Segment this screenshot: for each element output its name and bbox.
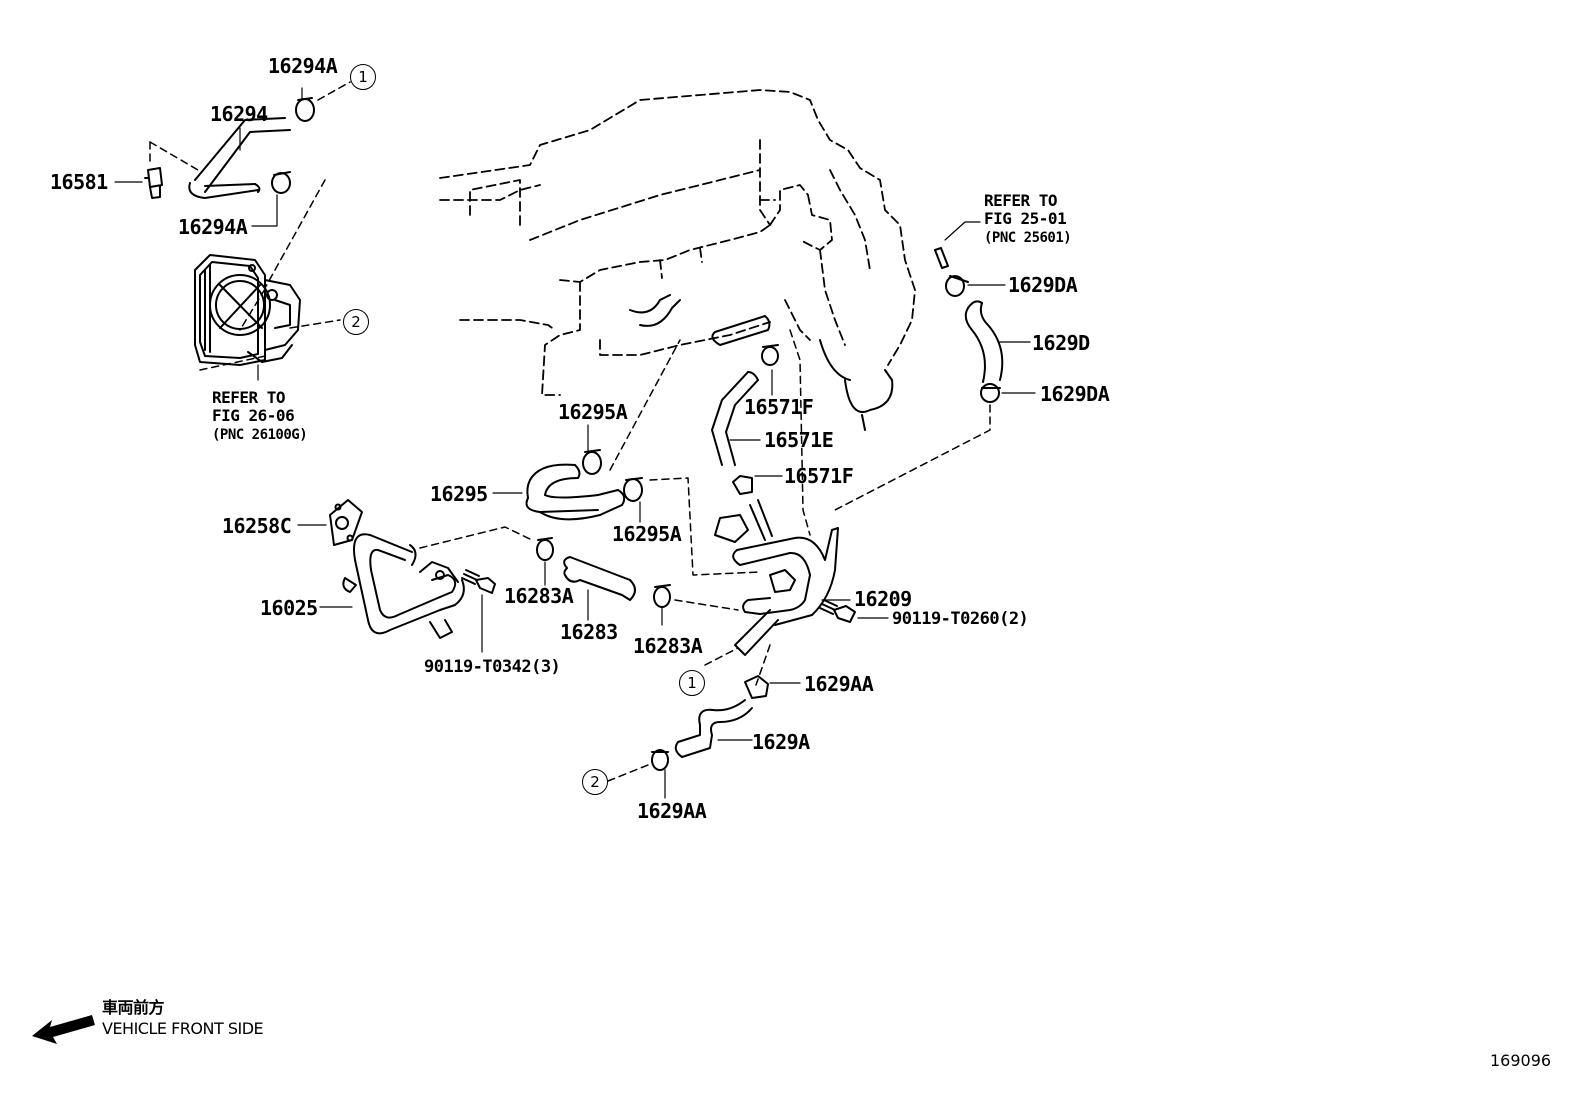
orientation-english: VEHICLE FRONT SIDE <box>102 1019 264 1038</box>
label-1629AA-top: 1629AA <box>804 672 874 696</box>
label-16295: 16295 <box>430 482 488 506</box>
clamp-16295A-top <box>582 449 602 475</box>
callout-1-top: 1 <box>350 64 376 90</box>
label-16025: 16025 <box>260 596 318 620</box>
vehicle-front-arrow <box>32 1015 95 1044</box>
label-90119-T0342: 90119-T0342(3) <box>424 657 561 677</box>
callout-1-bottom: 1 <box>679 670 705 696</box>
label-1629AA-bottom: 1629AA <box>637 799 707 823</box>
label-16571F-bottom: 16571F <box>784 464 854 488</box>
clamp-16283A-right <box>653 584 671 608</box>
callout-2-throttle: 2 <box>343 309 369 335</box>
ref-throttle-line2: FIG 26-06 <box>212 406 295 425</box>
throttle-body <box>194 254 301 366</box>
label-16294A-top: 16294A <box>268 54 338 78</box>
label-16283A-right: 16283A <box>633 634 703 658</box>
ref-note-throttle: REFER TO FIG 26-06 (PNC 26100G) <box>212 388 308 443</box>
label-90119-T0260: 90119-T0260(2) <box>892 609 1029 629</box>
bolt-90119-T0342 <box>461 569 496 594</box>
label-16283A-left: 16283A <box>504 584 574 608</box>
ref-top-right-line1: REFER TO <box>984 191 1058 210</box>
ref-throttle-line1: REFER TO <box>212 388 286 407</box>
hose-16294 <box>188 117 291 199</box>
figure-id: 169096 <box>1490 1051 1552 1070</box>
engine-outline <box>439 89 916 396</box>
clamp-1629DA-bottom <box>980 383 1001 403</box>
label-16283: 16283 <box>560 620 618 644</box>
clamp-16295A-bottom <box>623 477 643 502</box>
hose-16295 <box>525 463 626 521</box>
gasket-16258C <box>329 499 363 546</box>
clamp-16294A-top <box>295 97 315 122</box>
label-16295A-top: 16295A <box>558 400 628 424</box>
hose-1629A <box>674 699 753 758</box>
clamp-1629AA-top <box>744 675 769 699</box>
label-16571F-top: 16571F <box>744 395 814 419</box>
label-16581: 16581 <box>50 170 108 194</box>
label-1629DA-bottom: 1629DA <box>1040 382 1110 406</box>
clamp-1629DA-top <box>945 275 969 297</box>
pipe-16209 <box>714 499 839 656</box>
ref-top-right-line2: FIG 25-01 <box>984 209 1067 228</box>
engine-solid-features <box>629 294 894 431</box>
pipe-16025 <box>342 533 465 639</box>
label-16209: 16209 <box>854 587 912 611</box>
ref-note-top-right: REFER TO FIG 25-01 (PNC 25601) <box>984 191 1072 246</box>
hose-16283 <box>563 556 636 601</box>
ref-throttle-line3: (PNC 26100G) <box>212 427 308 443</box>
hose-16571E <box>711 371 759 466</box>
label-1629A: 1629A <box>752 730 810 754</box>
orientation-japanese: 車両前方 <box>102 998 165 1017</box>
fitting-16581 <box>144 167 163 199</box>
label-16295A-bottom: 16295A <box>612 522 682 546</box>
ref-top-right-line3: (PNC 25601) <box>984 230 1072 246</box>
label-16294A-bottom: 16294A <box>178 215 248 239</box>
bolt-90119-T0260 <box>819 599 856 623</box>
label-16294: 16294 <box>210 102 268 126</box>
label-16571E: 16571E <box>764 428 834 452</box>
hose-1629D <box>964 300 1004 383</box>
label-1629DA-top: 1629DA <box>1008 273 1078 297</box>
clamp-16283A-left <box>536 537 554 561</box>
clamp-16294A-bottom <box>271 171 291 194</box>
label-16258C: 16258C <box>222 514 292 538</box>
clamp-16571F-top <box>761 344 779 366</box>
clamp-1629AA-bottom <box>651 749 669 771</box>
callout-2-bottom: 2 <box>582 769 608 795</box>
label-1629D: 1629D <box>1032 331 1090 355</box>
clamp-16571F-bottom <box>732 475 753 495</box>
fitting-ref-25601 <box>934 247 949 269</box>
